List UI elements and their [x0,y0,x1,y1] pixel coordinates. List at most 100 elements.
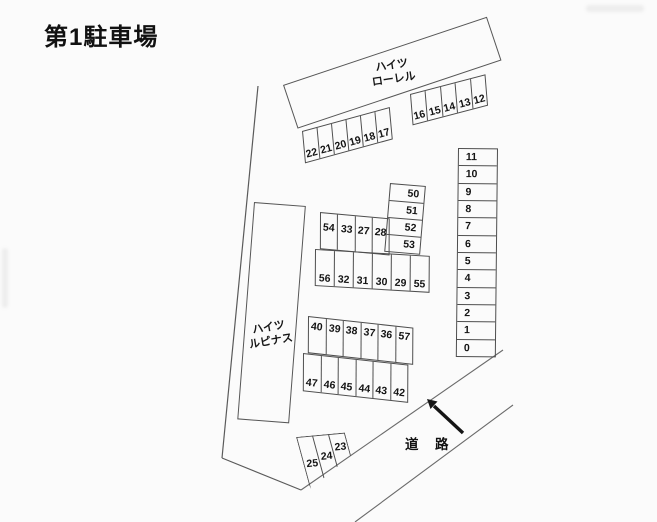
parking-stall: 4 [457,269,496,288]
parking-stall: 43 [372,361,390,400]
road-label: 道 路 [405,437,452,452]
stall-number: 54 [322,221,336,235]
stall-number: 38 [345,324,359,338]
stall-number: 51 [405,204,419,218]
stall-number: 8 [465,202,472,216]
stall-number: 33 [339,223,353,237]
stall-number: 20 [333,137,349,153]
stall-number: 15 [427,103,442,119]
stall-number: 28 [374,226,387,240]
stall-number: 42 [392,385,406,399]
parking-stall: 57 [394,326,413,364]
stall-number: 16 [412,107,427,122]
parking-stall: 33 [337,214,355,252]
parking-stall: 54 [321,213,337,250]
stall-number: 6 [464,237,471,250]
parking-stall: 47 [304,354,321,392]
parking-stall: 37 [359,322,378,360]
parking-stall: 40 [309,317,326,354]
stall-number: 19 [348,133,363,149]
parking-stall: 36 [377,324,395,362]
parking-stall: 5 [457,251,496,270]
stall-number: 25 [305,457,319,471]
stall-number: 44 [357,381,371,396]
stall-number: 39 [328,322,342,336]
parking-stall: 8 [458,199,497,218]
parking-stall: 42 [389,363,408,402]
stall-number: 10 [465,168,478,181]
stall-number: 1 [464,324,470,337]
parking-stall: 53 [385,233,421,254]
parking-stall: 29 [390,254,410,291]
parking-stall: 46 [320,355,338,395]
stall-number: 14 [442,99,457,115]
parking-stall: 0 [456,338,496,357]
stall-number: 43 [375,383,389,397]
stall-number: 30 [375,275,388,288]
stall-number: 53 [402,238,416,252]
parking-stall: 3 [457,286,496,305]
parking-stall: 11 [459,149,497,166]
road-edge-upper [300,349,504,491]
parking-stall: 39 [325,318,343,357]
parking-stall: 27 [354,216,372,253]
parking-stall: 7 [458,217,497,236]
stall-number: 9 [465,185,472,198]
stall-group-center-column: 50 51 52 53 [384,183,426,255]
stall-number: 3 [464,289,471,302]
parking-stall: 12 [469,75,488,109]
stall-number: 23 [333,440,347,454]
parking-stall: 55 [409,255,429,292]
parking-stall: 44 [354,359,373,398]
stall-number: 46 [322,377,336,392]
stall-number: 12 [472,91,487,107]
parking-stall: 1 [457,321,496,340]
stall-number: 4 [464,272,471,285]
parking-stall: 32 [333,251,353,288]
parking-stall: 17 [374,108,392,143]
stall-number: 47 [305,376,319,390]
building-lupinus-label: ハイツ ルピナス [246,317,294,353]
stall-number: 0 [463,341,470,354]
stall-number: 36 [380,328,394,342]
parking-stall: 2 [457,303,496,322]
stall-number: 31 [356,274,369,287]
stall-number: 7 [465,220,472,233]
scan-artifact [586,5,644,12]
parking-stall: 30 [371,253,391,290]
stall-number: 29 [394,276,407,289]
stall-number: 40 [310,320,324,334]
stall-number: 11 [465,150,478,164]
stall-number: 2 [464,306,471,319]
parking-stall: 28 [371,217,389,255]
boundary-line-west [221,85,259,459]
stall-number: 22 [304,145,320,160]
parking-stall: 45 [337,357,356,396]
scan-artifact [2,248,8,308]
stall-number: 56 [318,271,331,285]
parking-stall: 10 [458,165,497,184]
map-title: 第1駐車場 [44,24,159,51]
stall-number: 21 [319,141,334,157]
road-edge-lower [354,404,514,522]
stall-number: 17 [377,125,392,141]
parking-stall: 6 [457,234,497,253]
building-laurel-label: ハイツ ローレル [368,55,416,90]
stall-number: 32 [337,272,350,286]
parking-stall: 9 [458,182,497,201]
stall-number: 45 [340,379,354,394]
stall-number: 13 [457,95,472,111]
stall-number: 37 [362,326,376,340]
stall-number: 57 [397,330,411,344]
stall-number: 5 [464,254,471,268]
parking-stall: 31 [352,252,372,289]
stall-number: 50 [407,187,420,201]
stall-number: 52 [404,221,417,235]
parking-stall: 38 [342,320,361,358]
stall-number: 24 [319,449,333,463]
boundary-line-south [221,457,302,491]
